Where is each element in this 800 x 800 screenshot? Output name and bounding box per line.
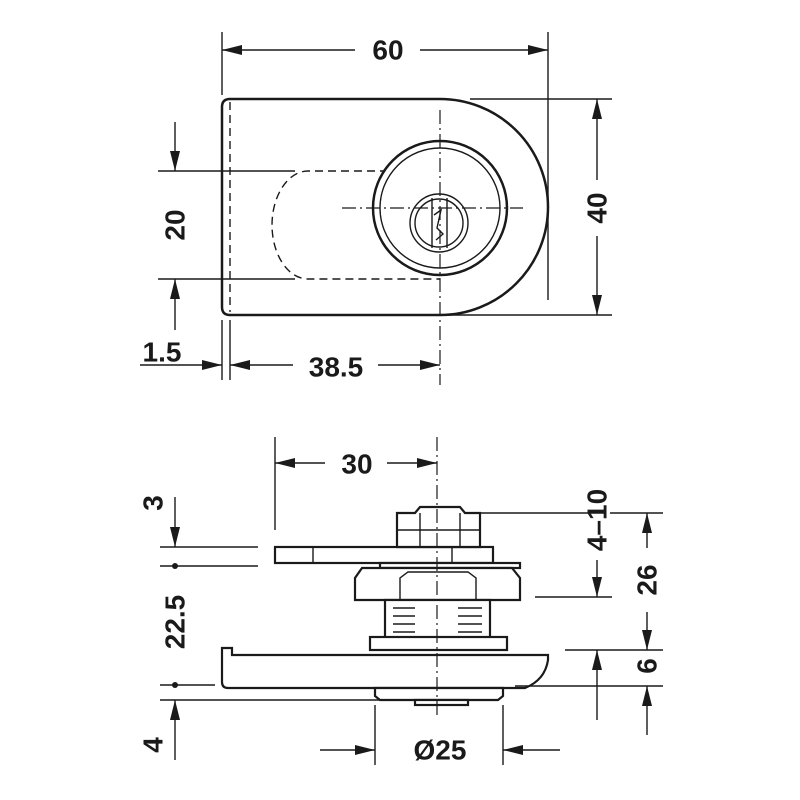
dim-dot <box>172 682 178 688</box>
dim-offset-label: 1.5 <box>143 337 182 368</box>
top-view: 60 40 20 1.5 38.5 <box>140 32 613 385</box>
dim-slot-label: 20 <box>160 209 191 240</box>
dim-base-height-label: 6 <box>632 658 663 674</box>
lock-body-outline <box>220 97 550 317</box>
cam-plate <box>273 545 495 565</box>
bottom-collar <box>373 686 505 702</box>
dim-cam-thickness-label: 3 <box>138 495 169 511</box>
dim-total-height-label: 26 <box>632 564 663 595</box>
top-nut <box>395 505 482 549</box>
thread-lines <box>393 607 482 633</box>
hex-facet <box>399 571 477 600</box>
washer <box>368 635 509 652</box>
side-view: 30 3 22.5 4 4–10 26 6 Ø25 <box>138 437 663 766</box>
dim-dot <box>172 563 178 569</box>
dim-cam-length-label: 30 <box>341 449 372 480</box>
dim-panel-range-label: 4–10 <box>582 489 613 551</box>
nut-facets <box>397 513 480 547</box>
dim-gap-label: 22.5 <box>160 595 191 650</box>
hidden-slot <box>271 170 440 280</box>
key-slot-icon <box>431 198 448 248</box>
dim-bottom-label: 4 <box>138 737 169 753</box>
dim-diameter-label: Ø25 <box>414 735 467 766</box>
base-housing <box>220 646 550 690</box>
keyway-inner <box>414 198 464 248</box>
dim-width-label: 60 <box>372 35 403 66</box>
bottom-stem <box>413 698 470 707</box>
dim-height-label: 40 <box>582 192 613 223</box>
keyway-outer <box>409 193 469 253</box>
dim-center-label: 38.5 <box>309 352 364 383</box>
